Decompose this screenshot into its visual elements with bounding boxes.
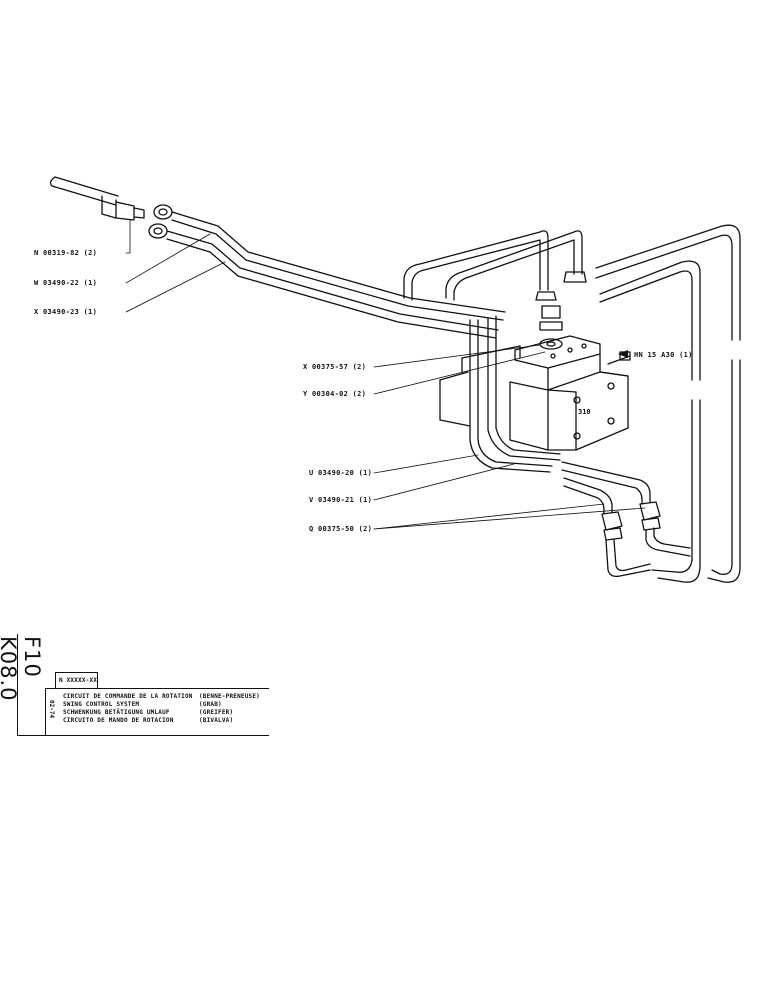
variant-en: (GRAB) — [199, 701, 222, 708]
pipe-bundle-main — [166, 211, 506, 339]
callout-hn: HN 15 A30 (1) — [634, 351, 693, 359]
title-block: N XXXXX-XX CIRCUIT DE COMMANDE DE LA ROT… — [17, 634, 269, 736]
valve-block-mark: 310 — [578, 408, 591, 416]
variant-de: (GREIFER) — [199, 709, 234, 716]
banjo-fittings — [148, 204, 173, 239]
title-de: SCHWENKUNG BETÄTIGUNG UMLAUF — [63, 709, 170, 716]
hn-marker-icon — [618, 350, 628, 358]
callout-q: Q 00375-50 (2) — [309, 525, 373, 533]
callout-w: W 03490-22 (1) — [34, 279, 98, 287]
variant-fr: (BENNE-PRENEUSE) — [199, 693, 260, 700]
leader-lines — [125, 219, 646, 530]
title-en: SWING CONTROL SYSTEM — [63, 701, 140, 708]
ref-number: N XXXXX-XX — [59, 677, 98, 684]
supply-hose — [49, 176, 145, 221]
pipe-loop-right — [595, 224, 741, 583]
callout-x-03490: X 03490-23 (1) — [34, 308, 98, 316]
pipes-lower — [561, 461, 691, 578]
pipe-loop-top — [403, 230, 583, 301]
page-date: 02-74 — [48, 700, 55, 719]
callout-v: V 03490-21 (1) — [309, 496, 373, 504]
title-fr: CIRCUIT DE COMMANDE DE LA ROTATION — [63, 693, 193, 700]
valve-top-fittings — [535, 271, 587, 350]
variant-es: (BIVALVA) — [199, 717, 234, 724]
page-code: F10 K08.0 — [0, 636, 44, 702]
title-es: CIRCUITO DE MANDO DE ROTACION — [63, 717, 174, 724]
callout-y: Y 00304-02 (2) — [303, 390, 367, 398]
callout-x-00375: X 00375-57 (2) — [303, 363, 367, 371]
callout-n: N 00319-82 (2) — [34, 249, 98, 257]
callout-u: U 03490-20 (1) — [309, 469, 373, 477]
valve-block — [439, 335, 631, 451]
